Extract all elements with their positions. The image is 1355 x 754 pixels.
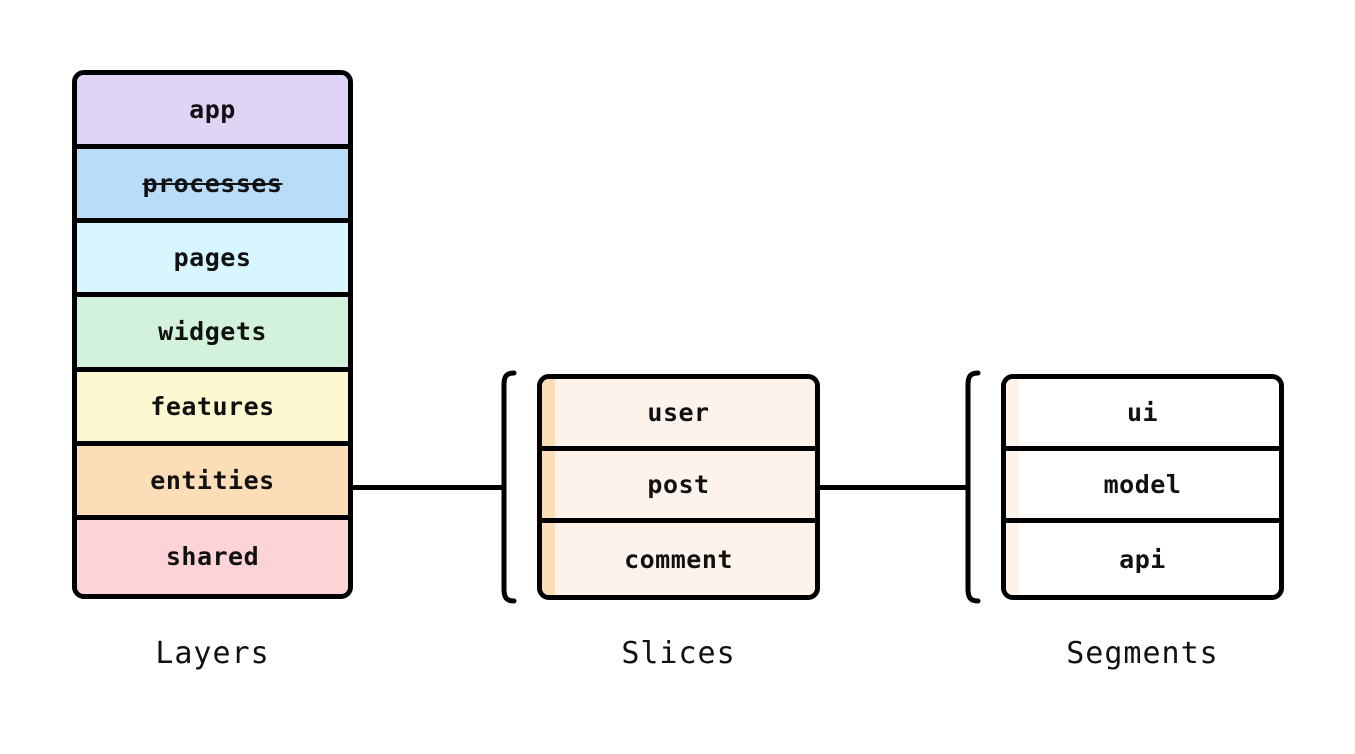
layer-label-shared: shared (165, 542, 260, 572)
layer-label-widgets: widgets (158, 317, 267, 347)
layer-row-features[interactable]: features (77, 371, 348, 446)
slices-caption: Slices (621, 636, 736, 671)
slice-row-comment[interactable]: comment (542, 523, 815, 595)
slice-label-post: post (647, 470, 710, 499)
layer-row-shared[interactable]: shared (77, 519, 348, 594)
layer-label-pages: pages (173, 243, 252, 273)
layer-label-features: features (150, 391, 275, 421)
segment-label-ui: ui (1126, 398, 1159, 427)
layer-label-processes: processes (142, 169, 283, 199)
slice-label-comment: comment (624, 544, 733, 574)
layer-row-entities[interactable]: entities (77, 445, 348, 520)
segment-row-model[interactable]: model (1006, 451, 1279, 523)
connector-slices-to-segments (820, 485, 967, 490)
slice-stripe-user (542, 379, 555, 446)
layers-stack: app processes pages widgets features ent… (72, 70, 353, 599)
layer-label-entities: entities (150, 465, 275, 495)
segments-brace (958, 369, 984, 605)
slice-stripe-comment (542, 523, 555, 595)
layer-label-app: app (189, 95, 236, 125)
segments-stack: ui model api (1001, 374, 1284, 600)
segment-label-api: api (1119, 544, 1166, 574)
slices-stack: user post comment (537, 374, 820, 600)
layer-row-processes[interactable]: processes (77, 149, 348, 224)
segment-stripe-api (1006, 523, 1019, 595)
slice-stripe-post (542, 451, 555, 518)
segment-label-model: model (1103, 470, 1182, 499)
layer-row-pages[interactable]: pages (77, 223, 348, 298)
segment-row-ui[interactable]: ui (1006, 379, 1279, 451)
segment-row-api[interactable]: api (1006, 523, 1279, 595)
layer-row-app[interactable]: app (77, 75, 348, 150)
slice-row-user[interactable]: user (542, 379, 815, 451)
slice-row-post[interactable]: post (542, 451, 815, 523)
layers-caption: Layers (155, 636, 270, 671)
segment-stripe-ui (1006, 379, 1019, 446)
slice-label-user: user (647, 398, 710, 427)
connector-layers-to-slices (353, 485, 503, 490)
segment-stripe-model (1006, 451, 1019, 518)
slices-brace (494, 369, 520, 605)
segments-caption: Segments (1066, 636, 1219, 671)
layer-row-widgets[interactable]: widgets (77, 297, 348, 372)
